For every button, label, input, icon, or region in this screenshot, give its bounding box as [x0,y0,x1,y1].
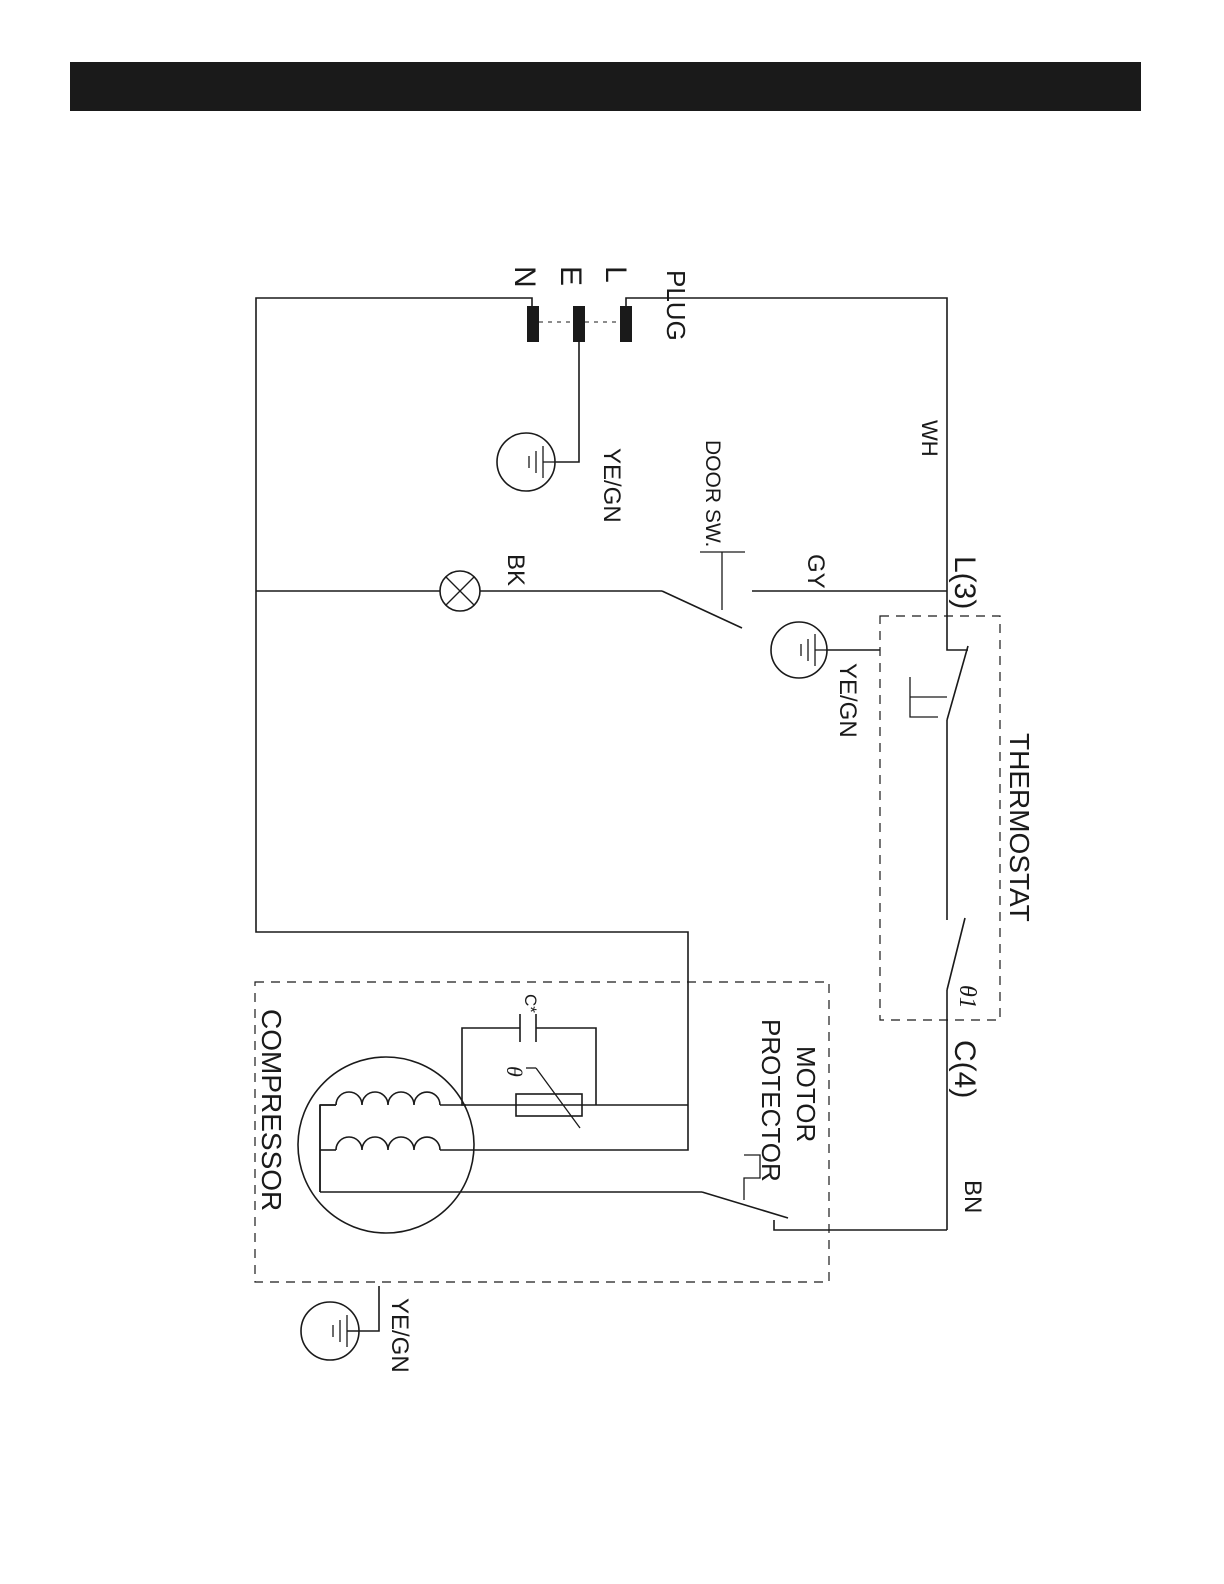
terminal-e-letter: E [554,266,587,286]
ptc-resistor-symbol [516,1068,582,1128]
labels: PLUG L E N WH YE/GN DOOR SW. BK GY L(3) … [256,266,1035,1373]
wires [256,298,968,1230]
brown-wire [774,1220,947,1230]
thermostat-actuator [910,677,947,717]
thermostat-switch-1 [947,646,968,720]
motor-label: MOTOR [791,1046,821,1142]
plug-pin-n [527,306,539,342]
door-switch-label: DOOR SW. [701,440,724,547]
brown-wire-label: BN [959,1180,986,1213]
compressor-motor-icon [298,1057,474,1233]
terminal-c-label: C(4) [948,1040,981,1098]
ground-plug-label: YE/GN [598,448,625,523]
thermostat-label: THERMOSTAT [1004,733,1035,922]
white-wire-label: WH [917,420,942,457]
theta-one-label: θ1 [954,985,980,1009]
compressor-box [255,982,829,1282]
protector-label: PROTECTOR [756,1019,786,1182]
capacitor-symbol [520,1014,536,1042]
earth-wire [556,342,579,462]
capacitor-label: C* [521,994,540,1013]
ground-symbol-compressor [301,1286,379,1360]
plug-label: PLUG [661,270,691,341]
run-winding-wire [320,1105,336,1192]
ptc-theta-label: θ [502,1066,527,1077]
neutral-wire [256,298,688,1150]
terminal-l-letter: L [599,266,632,283]
black-wire-label: BK [502,554,529,586]
plug-connector [527,306,632,342]
gray-wire-label: GY [802,554,829,589]
thermostat-box [880,616,1000,1020]
motor-protector-switch [702,1192,788,1218]
thermostat-internal-a [947,616,968,650]
thermostat-switch-2 [947,918,965,990]
ground-symbol-plug [497,433,556,491]
ground-thermostat-label: YE/GN [834,663,861,738]
ground-symbol-thermostat [771,622,827,678]
lamp-icon [440,571,480,611]
door-switch-lever [662,591,742,628]
plug-pin-e [573,306,585,342]
ground-compressor-label: YE/GN [386,1298,413,1373]
terminal-n-letter: N [508,266,541,288]
compressor-label: COMPRESSOR [256,1009,287,1211]
terminal-l-label: L(3) [948,556,981,609]
line-wire-wh [626,298,947,616]
